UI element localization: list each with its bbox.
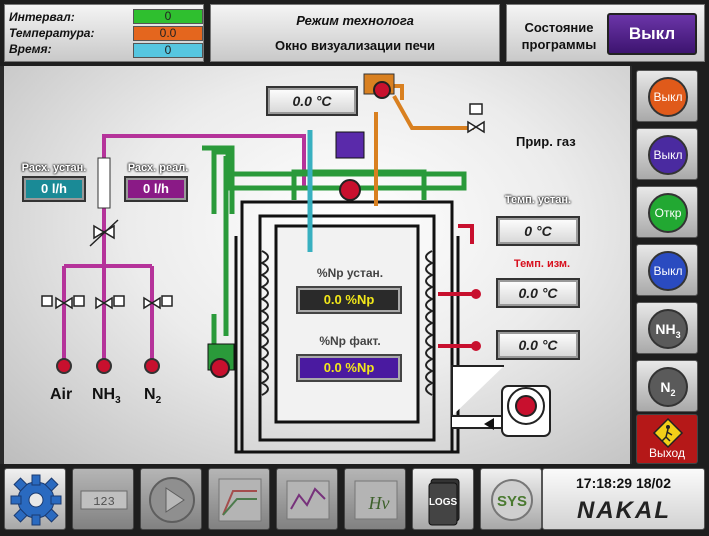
side-button-2-label: Выкл xyxy=(648,135,688,175)
brand-logo: NAKAL xyxy=(577,497,671,524)
svg-text:SYS: SYS xyxy=(497,493,527,510)
program-state-button[interactable]: Выкл xyxy=(607,13,697,55)
gear-icon xyxy=(10,474,62,526)
system-icon: SYS xyxy=(491,479,533,521)
natural-gas-valve xyxy=(467,103,485,134)
svg-text:123: 123 xyxy=(93,495,115,509)
hardness-button[interactable]: Hv xyxy=(344,468,406,530)
time-label: Время: xyxy=(9,42,52,56)
side-button-4[interactable]: Выкл xyxy=(636,244,698,296)
main-gas-valve xyxy=(89,219,119,247)
mode-title: Режим технолога xyxy=(296,13,414,28)
profile-button[interactable] xyxy=(208,468,270,530)
nh3-button-label: NH3 xyxy=(648,309,688,349)
pump-lamp xyxy=(210,358,230,378)
side-controls: Выкл Выкл Откр Выкл NH3 N2 Выход xyxy=(632,66,709,464)
header-bar: Интервал: Температура: Время: 0 0.0 0 Ре… xyxy=(0,0,709,66)
side-button-2[interactable]: Выкл xyxy=(636,128,698,180)
np-actual-value: 0.0 %Np xyxy=(296,354,402,382)
n2-button-label: N2 xyxy=(648,367,688,407)
np-set-label: %Np устан. xyxy=(316,266,384,280)
temp-set-display: 0 °C xyxy=(496,216,580,246)
agitator-motor xyxy=(335,131,365,159)
play-icon xyxy=(149,477,195,523)
np-chart-button[interactable] xyxy=(276,468,338,530)
temp-set-label: Темп. устан. xyxy=(504,194,572,206)
n2-button[interactable]: N2 xyxy=(636,360,698,412)
exit-icon xyxy=(652,417,684,449)
temp-meas-display-1: 0.0 °C xyxy=(496,278,580,308)
flow-set-label: Расх. устан. xyxy=(21,162,87,174)
hardness-icon: Hv xyxy=(354,480,398,520)
side-button-4-label: Выкл xyxy=(648,251,688,291)
exit-button[interactable]: Выход xyxy=(636,414,698,464)
system-button[interactable]: SYS xyxy=(480,468,542,530)
counter-icon: 123 xyxy=(80,490,128,510)
fan-arrow xyxy=(484,418,494,430)
gas-regulator-lamp xyxy=(373,81,391,99)
time-value: 0 xyxy=(133,43,203,58)
flow-real-label: Расх. реал. xyxy=(127,162,189,174)
circulation-loop xyxy=(202,145,467,366)
furnace-visualization: 0.0 °C Прир. газ Расх. устан. 0 l/h Расх… xyxy=(4,66,630,464)
window-title: Окно визуализации печи xyxy=(274,38,436,53)
flow-set-value: 0 l/h xyxy=(22,176,86,202)
clock-panel: 17:18:29 18/02 NAKAL xyxy=(542,468,705,530)
side-button-1[interactable]: Выкл xyxy=(636,70,698,122)
exit-label: Выход xyxy=(649,446,685,460)
bottom-toolbar: 123 Hv LOGS xyxy=(0,464,709,536)
flow-real-value: 0 l/h xyxy=(124,176,188,202)
profile-chart-icon xyxy=(218,478,262,522)
gas-nh3-label: NH3 xyxy=(92,386,121,407)
fan-lamp xyxy=(515,395,537,417)
process-parameters-panel: Интервал: Температура: Время: 0 0.0 0 xyxy=(4,4,204,62)
side-button-3-label: Откр xyxy=(648,193,688,233)
svg-text:Hv: Hv xyxy=(368,493,390,513)
np-chart-icon xyxy=(286,480,330,520)
natural-gas-label: Прир. газ xyxy=(516,134,576,149)
side-button-3[interactable]: Откр xyxy=(636,186,698,238)
title-panel: Режим технолога Окно визуализации печи xyxy=(210,4,500,62)
program-state-label: Состояние программы xyxy=(521,20,597,52)
furnace-schematic xyxy=(41,73,551,454)
temp-meas-label: Темп. изм. xyxy=(513,258,571,270)
program-state-panel: Состояние программы Выкл xyxy=(506,4,705,62)
branch-valves xyxy=(41,295,173,310)
nh3-button[interactable]: NH3 xyxy=(636,302,698,354)
temperature-probes xyxy=(438,224,476,348)
settings-button[interactable] xyxy=(4,468,66,530)
heating-coils xyxy=(259,250,435,396)
top-temperature-display: 0.0 °C xyxy=(266,86,358,116)
gas-n2-label: N2 xyxy=(144,386,162,407)
start-button[interactable] xyxy=(140,468,202,530)
np-set-value: 0.0 %Np xyxy=(296,286,402,314)
flow-meter xyxy=(97,157,111,209)
gas-inlet-lamps xyxy=(56,358,160,374)
interval-label: Интервал: xyxy=(9,10,75,24)
temp-meas-display-2: 0.0 °C xyxy=(496,330,580,360)
temperature-label: Температура: xyxy=(9,26,95,40)
logs-icon: LOGS xyxy=(428,478,460,526)
interval-value: 0 xyxy=(133,9,203,24)
furnace-body xyxy=(234,200,460,454)
counter-button[interactable]: 123 xyxy=(72,468,134,530)
svg-text:LOGS: LOGS xyxy=(429,497,458,508)
np-actual-label: %Np факт. xyxy=(319,334,381,348)
side-button-1-label: Выкл xyxy=(648,77,688,117)
date-time: 17:18:29 18/02 xyxy=(576,475,671,491)
gas-air-label: Air xyxy=(50,386,73,403)
logs-button[interactable]: LOGS xyxy=(412,468,474,530)
agitator-lamp xyxy=(339,179,361,201)
temperature-value: 0.0 xyxy=(133,26,203,41)
